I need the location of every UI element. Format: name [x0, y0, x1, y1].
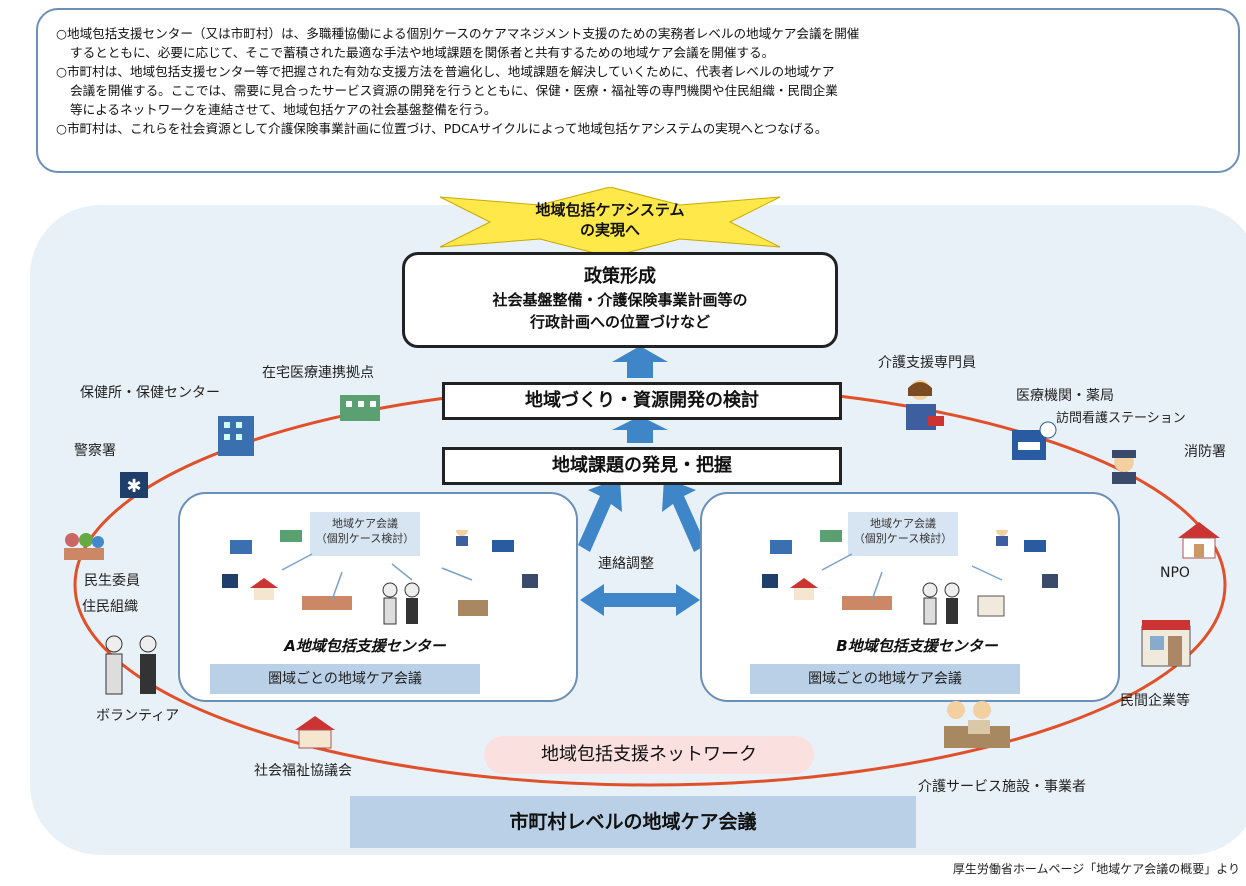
goal-text-2: の実現へ [579, 221, 640, 239]
medical-base-icon [340, 395, 380, 421]
label-social-welfare-council: 社会福祉協議会 [254, 763, 352, 779]
intro-line: するとともに、必要に応じて、そこで蓄積された最適な手法や地域課題を関係者と共有す… [70, 45, 775, 60]
policy-line1: 社会基盤整備・介護保険事業計画等の [492, 291, 748, 309]
up-arrow [612, 346, 668, 378]
label-nursing-station: 訪問看護ステーション [1056, 411, 1186, 426]
issue-box: 地域課題の発見・把握 [442, 447, 842, 485]
building-icon [218, 416, 254, 456]
center-b-meeting: 地域ケア会議 （個別ケース検討） [848, 512, 958, 556]
fire-fighter-icon [1112, 450, 1136, 484]
label-fire: 消防署 [1184, 444, 1226, 460]
label-private: 民間企業等 [1120, 693, 1190, 709]
policy-line2: 行政計画への位置づけなど [529, 313, 710, 331]
center-a-meeting: 地域ケア会議 （個別ケース検討） [310, 512, 420, 556]
center-a-panel: 地域ケア会議 （個別ケース検討） A地域包括支援センター 圏域ごとの地域ケア会議 [178, 492, 578, 702]
policy-box: 政策形成 社会基盤整備・介護保険事業計画等の 行政計画への位置づけなど [402, 252, 838, 348]
center-b-icons [762, 530, 1058, 625]
intro-line: ○地域包括支援センター（又は市町村）は、多職種協働による個別ケースのケアマネジメ… [56, 26, 860, 41]
center-b-name: B地域包括支援センター [836, 637, 998, 655]
people-icon [64, 533, 104, 560]
municipal-meeting: 市町村レベルの地域ケア会議 [350, 796, 916, 848]
label-health-center: 保健所・保健センター [80, 385, 220, 401]
care-manager-icon [906, 380, 944, 430]
volunteer-icon [105, 635, 157, 695]
medical-icon [1012, 421, 1057, 460]
label-medical: 医療機関・薬局 [1016, 388, 1114, 404]
svg-text:✱: ✱ [126, 476, 141, 497]
up-arrow [612, 416, 668, 443]
police-icon: ✱ [120, 472, 148, 498]
policy-title: 政策形成 [584, 266, 656, 287]
goal-star: 地域包括ケアシステム の実現へ [430, 187, 790, 257]
center-a-icons [222, 530, 538, 625]
label-npo: NPO [1160, 565, 1190, 581]
intro-line: 会議を開催する。ここでは、需要に見合ったサービス資源の開発を行うとともに、保健・… [70, 83, 838, 98]
label-home-medical: 在宅医療連携拠点 [262, 365, 374, 381]
coordination-label: 連絡調整 [598, 556, 654, 572]
center-b-area-meeting: 圏域ごとの地域ケア会議 [750, 664, 1020, 694]
label-resident-org: 住民組織 [82, 599, 138, 615]
meeting-title: 地域ケア会議 [870, 517, 936, 530]
label-volunteer: ボランティア [96, 708, 180, 724]
house-icon [295, 716, 335, 749]
center-b-panel: 地域ケア会議 （個別ケース検討） B地域包括支援センター 圏域ごとの地域ケア会議 [700, 492, 1120, 702]
diag-arrow-right [662, 478, 706, 552]
meeting-subtitle: （個別ケース検討） [853, 532, 953, 545]
label-care-manager: 介護支援専門員 [878, 355, 976, 371]
npo-house-icon [1178, 522, 1220, 559]
center-a-name: A地域包括支援センター [284, 637, 446, 655]
goal-text-1: 地域包括ケアシステム [535, 201, 685, 219]
center-a-area-meeting: 圏域ごとの地域ケア会議 [210, 664, 480, 694]
intro-line: 等によるネットワークを連結させて、地域包括ケアの社会基盤整備を行う。 [70, 102, 497, 117]
development-box: 地域づくり・資源開発の検討 [442, 382, 842, 420]
intro-box: ○地域包括支援センター（又は市町村）は、多職種協働による個別ケースのケアマネジメ… [36, 8, 1240, 173]
diag-arrow-left [578, 478, 622, 552]
network-label: 地域包括支援ネットワーク [484, 736, 814, 774]
meeting-subtitle: （個別ケース検討） [315, 532, 415, 545]
meeting-title: 地域ケア会議 [332, 517, 398, 530]
care-facility-icon [944, 701, 1010, 748]
label-welfare-commissioner: 民生委員 [84, 573, 140, 589]
coordination-arrow [580, 584, 700, 616]
intro-line: ○市町村は、これらを社会資源として介護保険事業計画に位置づけ、PDCAサイクルに… [56, 121, 828, 136]
label-care-facility: 介護サービス施設・事業者 [918, 779, 1086, 795]
shop-icon [1141, 620, 1191, 667]
star-shape [439, 187, 781, 257]
source-caption: 厚生労働省ホームページ「地域ケア会議の概要」より [952, 862, 1240, 876]
intro-line: ○市町村は、地域包括支援センター等で把握された有効な支援方法を普遍化し、地域課題… [56, 64, 835, 79]
label-police: 警察署 [74, 443, 116, 459]
